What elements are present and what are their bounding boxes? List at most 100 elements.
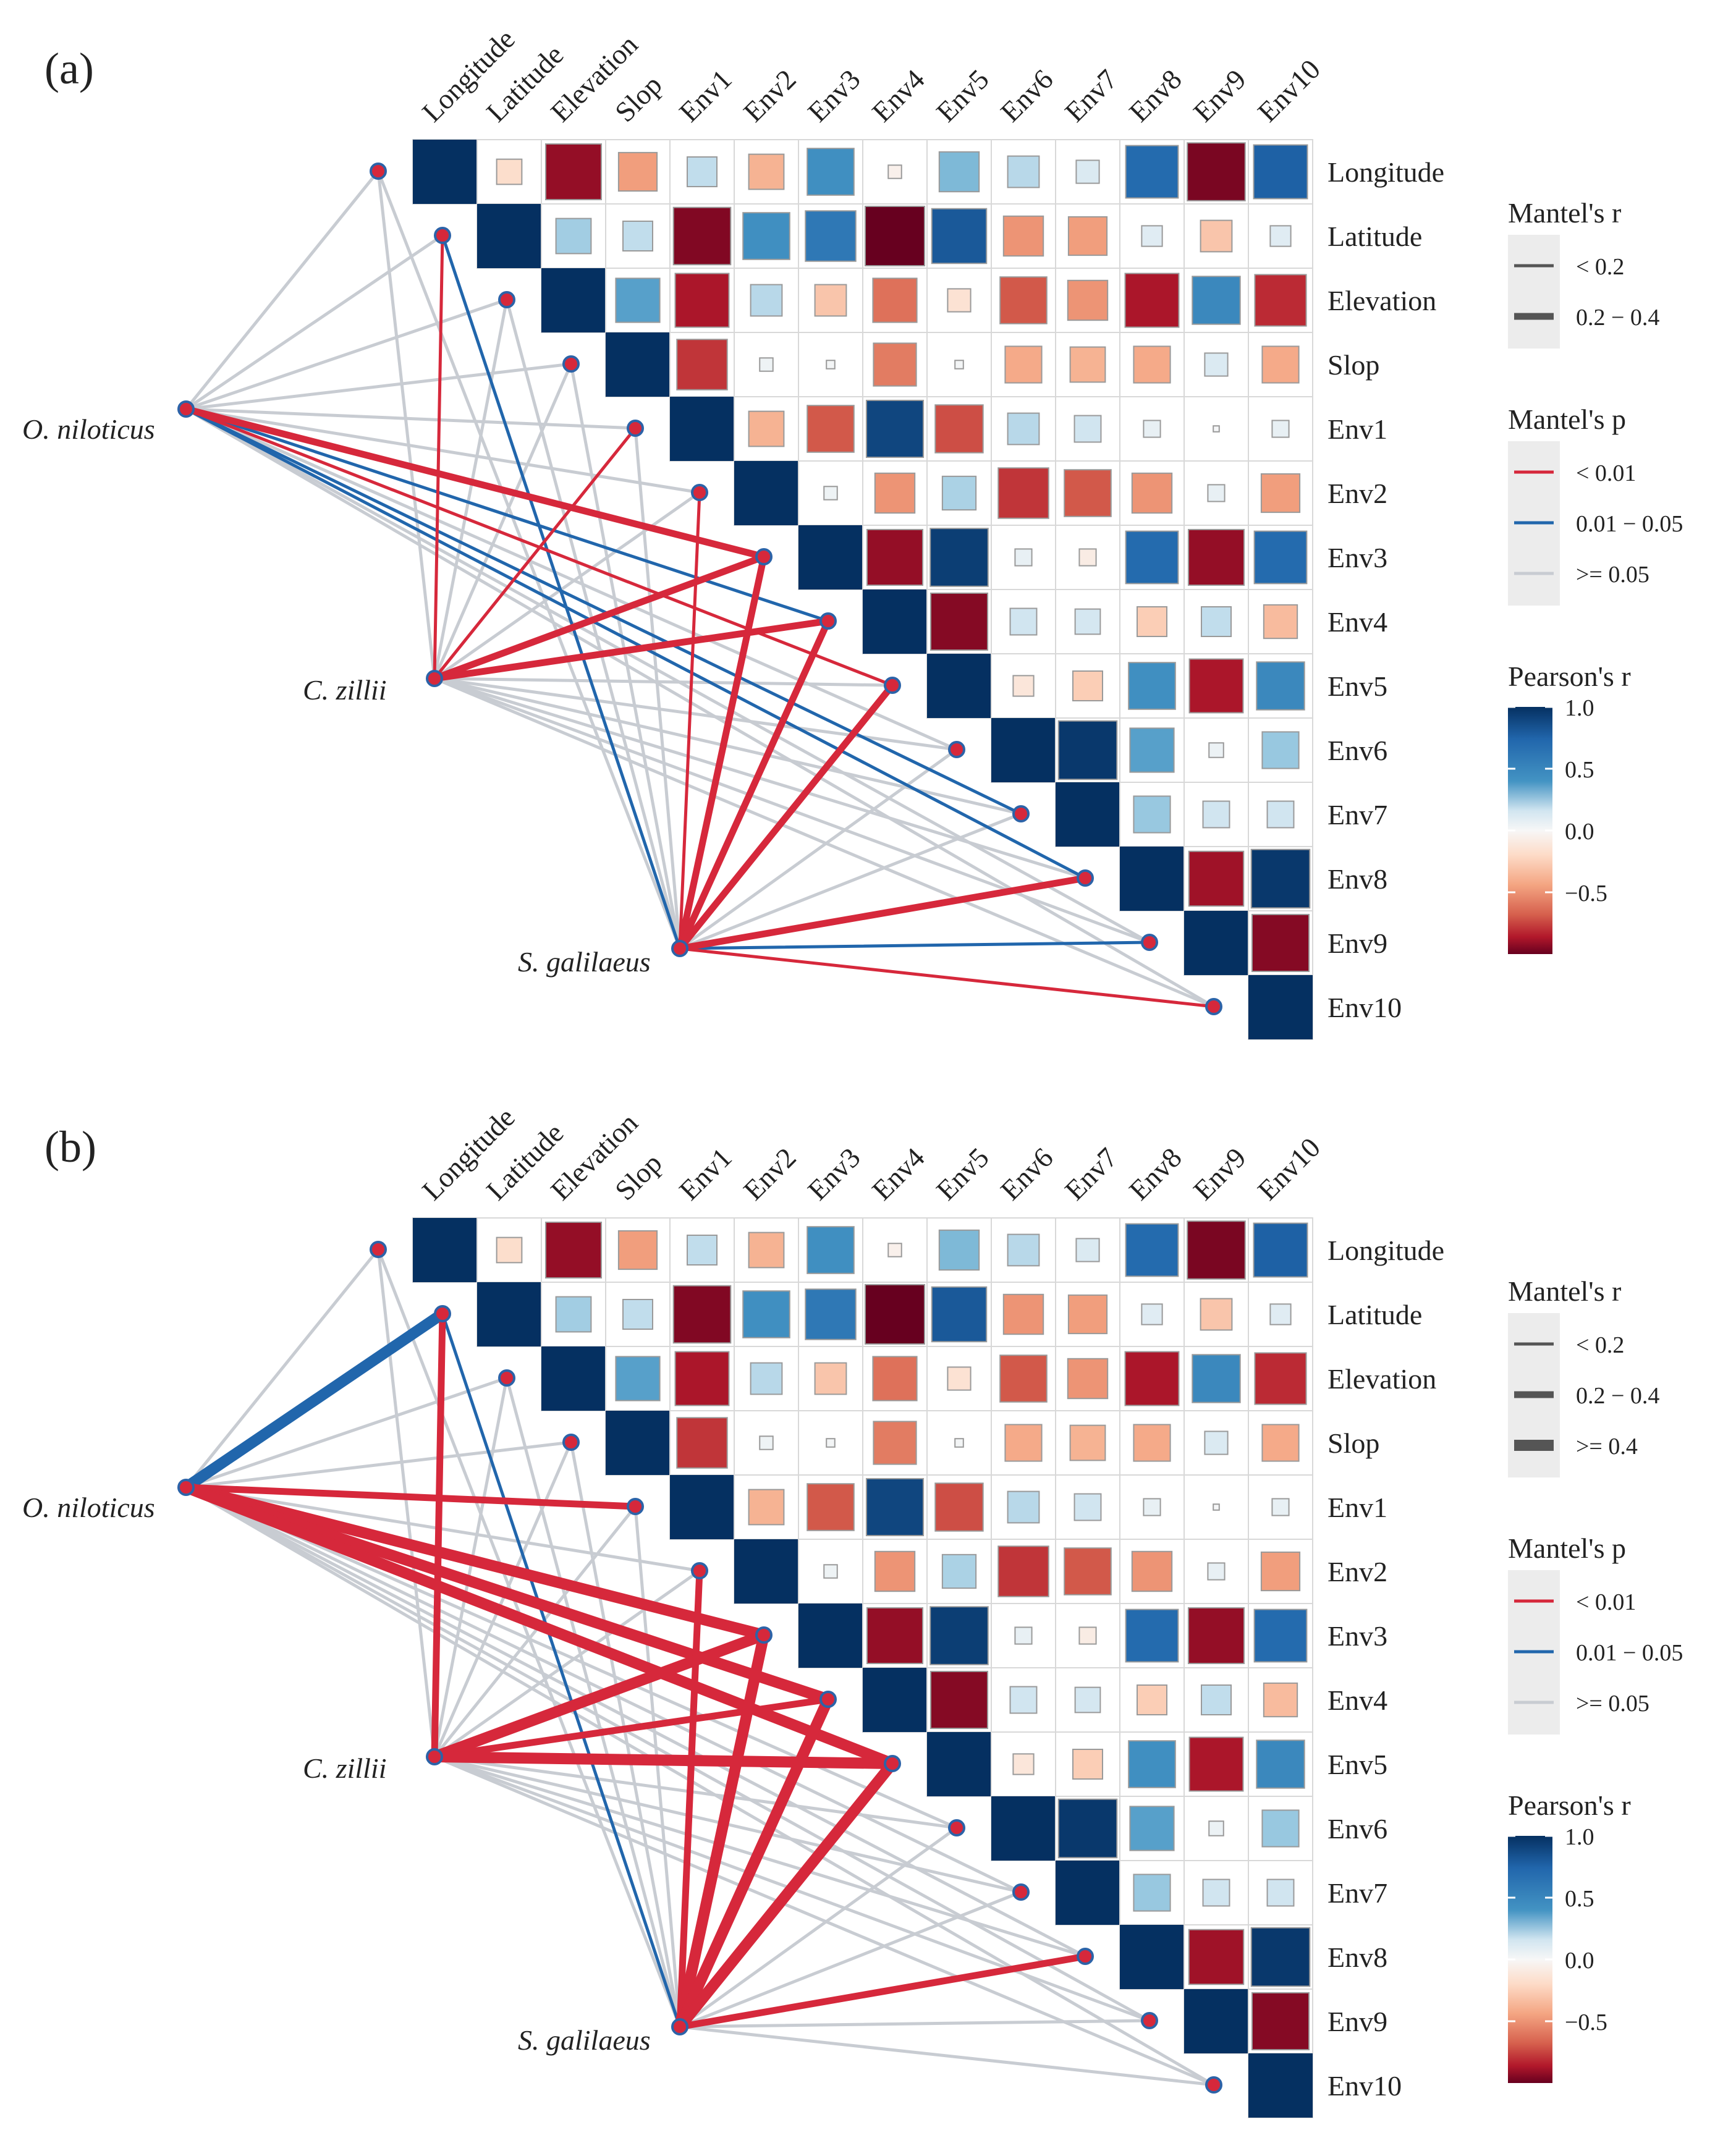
corr-square-slop-env7 [1069,346,1106,383]
corr-square-env4-env10 [1263,604,1298,640]
col-label-env9: Env9 [1187,1141,1252,1206]
corr-square-env1-env4 [865,1477,925,1537]
mantel-link-sgalilaeus-elevation [505,298,682,950]
corr-square-slop-env1 [676,339,728,391]
node-env1 [627,420,644,437]
species-label-oniloticus: O. niloticus [22,1492,155,1523]
corr-square-env5-env8 [1128,662,1176,710]
col-label-env10: Env10 [1251,1131,1326,1206]
corr-square-env3-env9 [1187,528,1245,586]
corr-square-env4-env4 [863,590,927,654]
corr-square-env6-env7 [1057,720,1118,780]
mantel-link-czillii-env6 [433,677,959,751]
mantel-link-oniloticus-env4 [180,1482,834,1705]
node-env5 [884,677,901,694]
corr-square-longitude-env10 [1253,144,1308,200]
node-longitude [370,163,387,180]
mantel-link-czillii-env1 [433,426,637,680]
mantel-link-oniloticus-longitude [184,169,380,411]
species-label-czillii: C. zillii [303,674,386,706]
row-label-env9: Env9 [1327,928,1387,959]
corr-square-latitude-env3 [805,210,857,262]
node-longitude [370,1241,387,1258]
species-label-czillii: C. zillii [303,1752,386,1784]
corr-square-env2-env3 [823,1564,838,1579]
correlation-matrix-b [412,1217,1313,2118]
species-node-sgalilaeus [671,2018,688,2035]
corr-square-env2-env9 [1207,484,1226,502]
corr-square-elevation-env6 [999,1354,1048,1403]
corr-square-slop-env10 [1261,1424,1300,1462]
matrix-cell [734,332,799,397]
corr-square-env2-env7 [1064,469,1112,517]
corr-square-longitude-env9 [1187,1220,1246,1280]
mantel-link-czillii-env7 [433,677,1023,816]
col-label-env7: Env7 [1059,1141,1124,1206]
mantel-link-oniloticus-env5 [180,1482,898,1769]
corr-square-elevation-env6 [999,276,1048,324]
corr-square-longitude-slop [617,1230,658,1270]
mantel-link-czillii-env3 [431,553,768,682]
corr-square-env4-env10 [1263,1682,1298,1718]
corr-square-latitude-env5 [931,1286,988,1343]
mantel-link-oniloticus-longitude [184,1248,380,1489]
corr-square-env2-env2 [734,1539,798,1604]
species-node-oniloticus [177,1479,195,1496]
corr-square-longitude-env6 [1007,1233,1040,1267]
col-label-slop: Slop [609,1147,668,1206]
row-label-env10: Env10 [1327,2070,1402,2102]
corr-square-slop-env2 [759,1435,774,1450]
mantel-link-czillii-env10 [433,677,1216,1008]
col-label-env4: Env4 [866,1141,931,1206]
mantel-link-czillii-elevation [433,298,509,680]
corr-square-longitude-env5 [938,1229,980,1271]
panel-a-label: (a) [44,44,94,93]
corr-square-latitude-env2 [742,1290,790,1338]
node-env6 [948,741,965,758]
corr-square-latitude-latitude [477,1282,541,1346]
corr-square-env1-env9 [1213,425,1220,433]
mantel-link-oniloticus-env3 [180,1482,769,1641]
corr-square-env3-env3 [798,525,863,590]
mantel-link-sgalilaeus-env6 [678,1826,959,2029]
legend-pearson-tick-label: 0.5 [1565,1886,1594,1912]
corr-square-slop-env7 [1069,1424,1106,1461]
legend-pearson-tick-label: 1.0 [1565,695,1594,721]
species-node-sgalilaeus [671,940,688,957]
corr-square-elevation-env8 [1124,273,1180,328]
col-label-env1: Env1 [673,63,738,128]
corr-square-longitude-elevation [544,143,603,201]
corr-square-latitude-env6 [1002,1293,1044,1335]
mantel-link-czillii-env1 [433,1505,637,1759]
node-env10 [1205,2076,1222,2094]
corr-square-longitude-env2 [748,1232,785,1269]
corr-square-env2-env5 [941,1553,977,1589]
row-label-env8: Env8 [1327,1942,1387,1973]
row-label-env2: Env2 [1327,478,1387,509]
mantel-link-czillii-env10 [433,1755,1216,2087]
corr-square-elevation-env3 [814,1362,847,1395]
env-nodes-b [177,1241,1222,2094]
corr-square-env3-env9 [1187,1607,1245,1665]
corr-square-env10-env10 [1248,2053,1313,2118]
corr-square-env8-env8 [1120,847,1184,911]
mantel-link-czillii-env4 [431,617,832,682]
mantel-link-czillii-env6 [433,1755,959,1830]
mantel-link-oniloticus-env10 [184,1485,1216,2087]
corr-square-latitude-latitude [477,204,541,268]
corr-square-env8-env10 [1250,848,1311,909]
legend-mantel-r-item: < 0.2 [1576,1332,1624,1358]
corr-square-longitude-slop [617,151,658,192]
corr-square-env1-env10 [1271,1498,1290,1516]
mantel-link-sgalilaeus-env2 [676,1567,703,2031]
corr-square-elevation-env3 [814,284,847,317]
corr-square-slop-env8 [1133,345,1171,384]
row-label-latitude: Latitude [1327,221,1422,252]
corr-square-env5-env5 [927,654,991,718]
mantel-link-oniloticus-env4 [184,407,830,623]
mantel-link-sgalilaeus-env3 [676,553,768,952]
